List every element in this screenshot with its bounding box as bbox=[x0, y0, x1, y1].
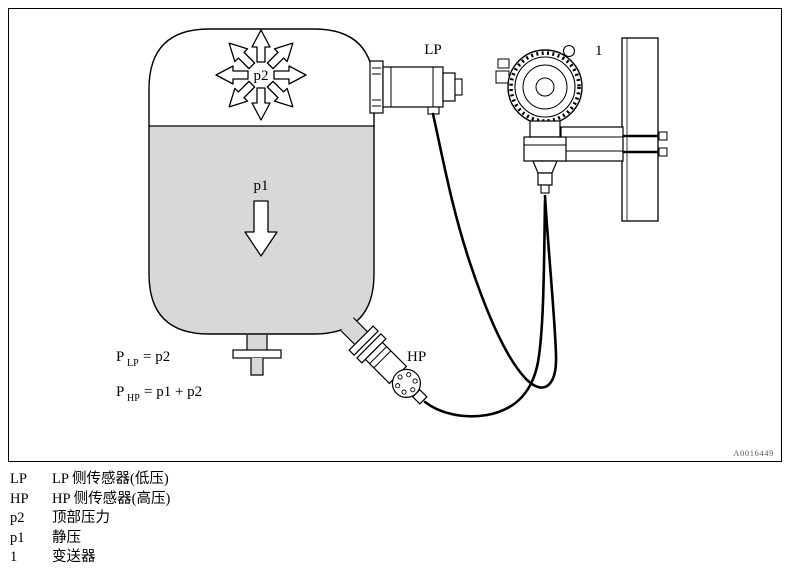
label-transmitter: 1 bbox=[595, 43, 603, 59]
legend-term: p1 bbox=[10, 529, 25, 546]
housing-hub bbox=[535, 77, 555, 97]
hp-bolt bbox=[397, 374, 403, 380]
legend-row-transmitter: 1 变送器 bbox=[10, 548, 780, 568]
housing-inner-ring bbox=[522, 64, 568, 110]
label-p1: p1 bbox=[254, 178, 269, 194]
p1-down-arrow bbox=[244, 200, 278, 257]
transmitter-cable-entry bbox=[540, 184, 550, 194]
u-bolt-nut bbox=[658, 131, 668, 141]
hp-bolt bbox=[412, 378, 418, 384]
housing-terminal bbox=[495, 70, 510, 84]
formula-php-base: P bbox=[116, 384, 124, 400]
hp-cable-gland bbox=[411, 388, 428, 405]
hp-body-line bbox=[369, 346, 387, 364]
formula-plp: P LP = p2 bbox=[116, 349, 170, 369]
formula-plp-sub: LP bbox=[127, 358, 139, 369]
hp-bolt bbox=[406, 372, 412, 378]
hp-bolt bbox=[410, 387, 416, 393]
formula-plp-base: P bbox=[116, 349, 124, 365]
label-p2: p2 bbox=[254, 68, 269, 84]
formula-php-sub: HP bbox=[127, 393, 140, 404]
diagram-canvas: p2 p1 HP bbox=[116, 28, 774, 458]
outlet-flange bbox=[232, 349, 282, 359]
housing-cap bbox=[562, 44, 576, 58]
transmitter-taper bbox=[532, 160, 558, 174]
hp-bolt bbox=[395, 383, 401, 389]
lp-flange-plate bbox=[369, 60, 384, 114]
transmitter-stem bbox=[537, 172, 553, 186]
lp-sensor-cap bbox=[442, 72, 456, 102]
outlet-stub-outline bbox=[250, 358, 264, 376]
lp-sensor bbox=[369, 60, 463, 115]
hp-bolt bbox=[401, 389, 407, 395]
lp-cable bbox=[431, 112, 558, 389]
figure-frame: p2 p1 HP bbox=[8, 8, 782, 462]
housing-knurl-ring bbox=[509, 51, 581, 123]
legend-term: LP bbox=[10, 471, 27, 487]
housing-mid-ring bbox=[514, 56, 576, 118]
lp-sensor-body bbox=[382, 66, 444, 108]
u-bolt-nut bbox=[658, 147, 668, 157]
legend-row-lp: LP LP 侧传感器(低压) bbox=[10, 470, 780, 490]
housing-terminal bbox=[497, 58, 510, 69]
legend-desc: 变送器 bbox=[52, 549, 96, 565]
legend-row-p1: p1 静压 bbox=[10, 529, 780, 549]
transmitter-bracket bbox=[560, 126, 624, 162]
label-hp: HP bbox=[407, 349, 426, 365]
formula-plp-rhs: = p2 bbox=[143, 349, 170, 365]
hp-flange-plate bbox=[348, 325, 379, 356]
legend-row-p2: p2 顶部压力 bbox=[10, 509, 780, 529]
label-lp: LP bbox=[424, 42, 442, 58]
tank-outline bbox=[148, 28, 375, 335]
transmitter-neck bbox=[529, 120, 561, 138]
legend-term: HP bbox=[10, 490, 29, 507]
hp-sensor bbox=[340, 317, 428, 405]
formula-php: P HP = p1 + p2 bbox=[116, 384, 202, 404]
transmitter bbox=[495, 44, 668, 194]
transmitter-body bbox=[523, 136, 567, 162]
figure-id: A0016449 bbox=[733, 448, 774, 458]
hp-nozzle-line bbox=[352, 317, 368, 333]
post-body bbox=[621, 37, 659, 222]
formula-php-rhs: = p1 + p2 bbox=[144, 384, 202, 400]
legend-term: 1 bbox=[10, 549, 18, 565]
outlet-stub-upper bbox=[247, 335, 267, 350]
mounting-post bbox=[621, 37, 659, 222]
hp-nozzle-line bbox=[340, 329, 356, 345]
legend-term: p2 bbox=[10, 510, 25, 526]
legend: LP LP 侧传感器(低压) HP HP 侧传感器(高压) p2 顶部压力 p1… bbox=[10, 470, 780, 568]
legend-desc: 静压 bbox=[52, 529, 81, 546]
hp-cable bbox=[423, 199, 547, 418]
bottom-outlet bbox=[232, 335, 282, 376]
legend-desc: HP 侧传感器(高压) bbox=[52, 490, 171, 507]
legend-desc: LP 侧传感器(低压) bbox=[52, 471, 169, 487]
legend-row-hp: HP HP 侧传感器(高压) bbox=[10, 490, 780, 510]
legend-desc: 顶部压力 bbox=[52, 510, 110, 526]
hp-body-line bbox=[373, 350, 392, 369]
lp-sensor-nub bbox=[454, 78, 463, 96]
outlet-stub-lower bbox=[251, 358, 263, 375]
